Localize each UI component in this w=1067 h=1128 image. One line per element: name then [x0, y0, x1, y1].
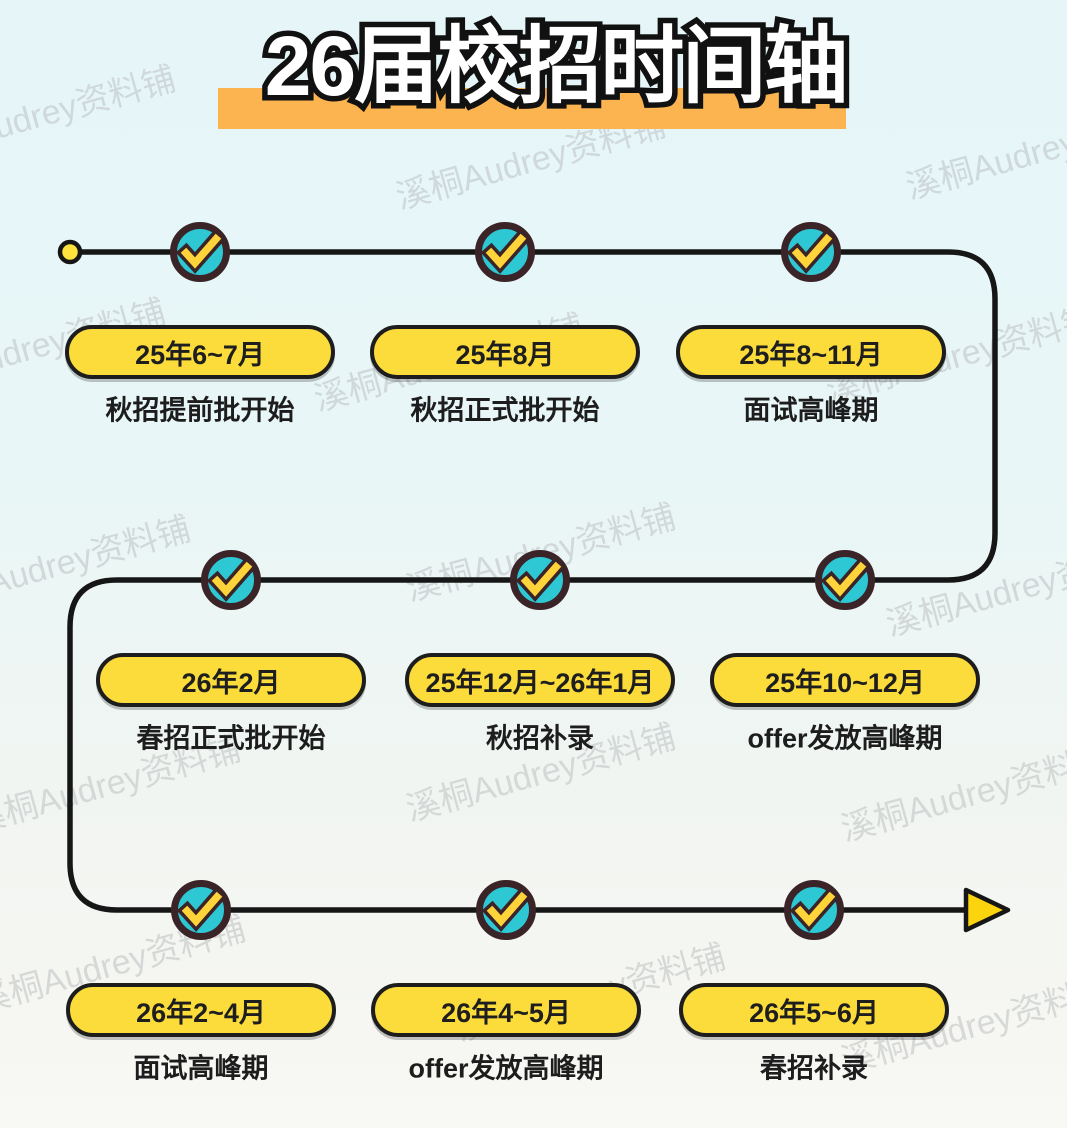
timeline-date-text: 25年6~7月: [135, 339, 265, 370]
timeline-step-label: 秋招补录: [486, 723, 594, 754]
check-icon: [776, 872, 852, 948]
timeline-date-pill: 26年2~4月: [66, 983, 336, 1037]
timeline-step-label: 秋招提前批开始: [105, 395, 295, 426]
timeline-date-pill: 26年2月: [96, 653, 366, 707]
timeline-date-pill: 25年6~7月: [65, 325, 335, 379]
timeline-date-text: 25年8~11月: [739, 339, 883, 370]
check-icon: [193, 542, 269, 618]
timeline-date-text: 25年10~12月: [765, 667, 925, 698]
timeline-date-pill: 26年5~6月: [679, 983, 949, 1037]
timeline-date-text: 26年2月: [181, 667, 281, 698]
timeline-date-pill: 25年10~12月: [710, 653, 980, 707]
timeline-date-pill: 26年4~5月: [371, 983, 641, 1037]
page-title: 26届校招时间轴: [264, 19, 848, 113]
timeline-step-label: 秋招正式批开始: [410, 395, 600, 426]
timeline-date-pill: 25年8月: [370, 325, 640, 379]
arrow-right-icon: [963, 887, 1011, 933]
check-icon: [807, 542, 883, 618]
title-highlight-bar: [218, 88, 846, 129]
check-icon: [502, 542, 578, 618]
timeline-step-label: 春招补录: [760, 1053, 868, 1084]
start-dot: [57, 239, 83, 265]
timeline-step-label: offer发放高峰期: [408, 1053, 604, 1084]
check-icon: [468, 872, 544, 948]
check-icon: [163, 872, 239, 948]
timeline-date-text: 25年12月~26年1月: [425, 667, 655, 698]
check-icon: [467, 214, 543, 290]
check-icon: [773, 214, 849, 290]
timeline-date-text: 26年4~5月: [441, 997, 571, 1028]
timeline-step-label: 春招正式批开始: [136, 723, 326, 754]
timeline-date-pill: 25年8~11月: [676, 325, 946, 379]
title-block: 26届校招时间轴 26届校招时间轴: [259, 14, 853, 119]
timeline-step-label: 面试高峰期: [133, 1053, 269, 1084]
timeline-date-text: 26年2~4月: [136, 997, 266, 1028]
check-icon: [162, 214, 238, 290]
timeline-date-text: 25年8月: [455, 339, 555, 370]
page-title-outline: 26届校招时间轴: [259, 14, 853, 119]
timeline-date-text: 26年5~6月: [749, 997, 879, 1028]
timeline-step-label: 面试高峰期: [743, 395, 879, 426]
timeline-step-label: offer发放高峰期: [747, 723, 943, 754]
timeline-date-pill: 25年12月~26年1月: [405, 653, 675, 707]
